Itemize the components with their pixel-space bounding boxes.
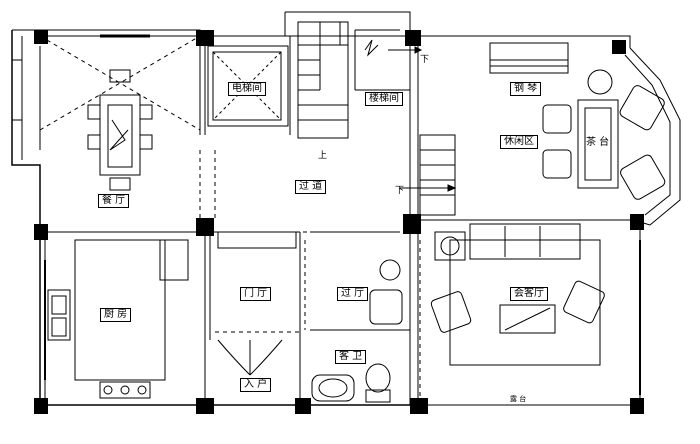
room-label-entry: 入 户	[240, 378, 272, 392]
stair-down-mark-right: 下	[395, 186, 405, 196]
piano	[489, 42, 613, 95]
room-label-stair-room: 楼梯间	[365, 92, 403, 106]
room-label-piano: 钢 琴	[510, 82, 542, 96]
dining-table	[87, 69, 153, 191]
exterior-walls	[11, 11, 681, 406]
room-label-corridor-main: 过 道	[295, 180, 327, 194]
room-label-corridor-small: 过 厅	[337, 287, 369, 301]
staircase	[297, 21, 457, 216]
porch-mark-bottom: 露 台	[510, 395, 527, 403]
room-label-foyer: 门 厅	[240, 287, 272, 301]
zone-lines	[39, 35, 421, 400]
room-label-guest-wc: 客 卫	[335, 350, 367, 364]
room-label-kitchen: 厨 房	[100, 308, 132, 322]
structural-columns	[34, 30, 644, 414]
stair-down-mark-top: 下	[420, 55, 430, 65]
tea-table-set	[542, 85, 666, 200]
stair-up-mark: 上	[318, 151, 328, 161]
kitchen-counter	[47, 239, 189, 399]
entry-doors	[217, 231, 391, 403]
living-room-furniture	[369, 223, 605, 366]
room-label-living: 会客厅	[510, 287, 548, 301]
room-label-leisure: 休闲区	[500, 135, 538, 149]
room-label-elevator: 电梯间	[228, 82, 266, 96]
room-label-dining: 餐 厅	[98, 194, 130, 208]
room-label-tea: 茶 台	[586, 137, 610, 148]
windows	[12, 34, 641, 395]
